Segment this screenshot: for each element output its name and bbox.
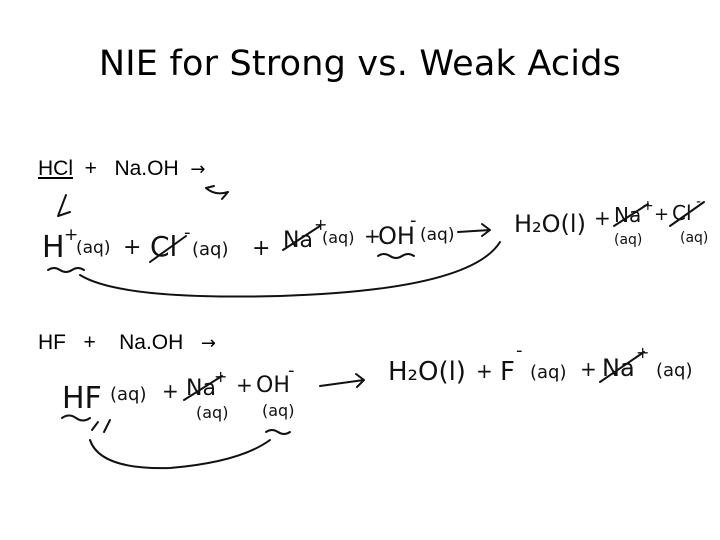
reaction-arrow: → bbox=[200, 333, 216, 354]
hw-na: Na bbox=[186, 376, 216, 401]
strike-na bbox=[282, 225, 321, 251]
plus-sign: + bbox=[84, 157, 97, 180]
hw-prod-na-charge: + bbox=[636, 343, 649, 362]
hw-plus-3: + bbox=[364, 224, 381, 248]
reactant-naoh: Na.OH bbox=[119, 331, 184, 354]
hw-plus-3: + bbox=[476, 359, 493, 383]
hw-na-state: (aq) bbox=[322, 228, 354, 247]
squiggle-under-oh bbox=[265, 429, 291, 435]
hw-na-charge: + bbox=[314, 215, 327, 234]
hw-oh-state: (aq) bbox=[262, 401, 294, 420]
hw-prod-cl-charge: - bbox=[696, 194, 701, 210]
strike-cl bbox=[149, 235, 187, 263]
weak-acid-equation: HF + Na.OH → bbox=[38, 331, 216, 355]
hw-prod-na-state: (aq) bbox=[614, 232, 642, 248]
hw-oh-charge: - bbox=[288, 360, 295, 381]
tick-marks-under-hf bbox=[91, 419, 111, 433]
hw-na: Na bbox=[283, 228, 313, 253]
connector-curve-weak bbox=[89, 439, 271, 470]
reactant-naoh: Na.OH bbox=[114, 157, 179, 180]
hw-plus-2: + bbox=[252, 236, 270, 261]
hw-prod-cl-state: (aq) bbox=[680, 230, 708, 246]
reactant-hf: HF bbox=[38, 331, 66, 354]
hw-h-state: (aq) bbox=[76, 238, 110, 258]
hw-hf-state: (aq) bbox=[110, 384, 147, 405]
arrow-under-naoh bbox=[205, 185, 229, 200]
hw-f-charge: - bbox=[516, 340, 523, 361]
hw-prod-na: Na bbox=[614, 203, 641, 227]
hw-cl-state: (aq) bbox=[192, 239, 229, 260]
squiggle-under-oh bbox=[377, 253, 415, 259]
hw-plus-5: + bbox=[654, 204, 669, 225]
hw-reaction-arrow bbox=[457, 223, 491, 237]
weak-acid-handwriting: HF (aq) + Na + (aq) + OH - (aq) H₂O(l) +… bbox=[61, 340, 693, 470]
hw-prod-na-state: (aq) bbox=[656, 360, 693, 381]
squiggle-under-h bbox=[47, 267, 85, 273]
hw-hf: HF bbox=[62, 381, 102, 416]
hw-na-state: (aq) bbox=[196, 403, 228, 422]
plus-sign: + bbox=[83, 331, 96, 354]
hw-h-charge: + bbox=[64, 225, 78, 245]
squiggle-under-hf bbox=[61, 414, 91, 422]
strike-na bbox=[183, 375, 223, 401]
strong-acid-equation: HCl + Na.OH → bbox=[38, 157, 205, 181]
hw-water: H₂O(l) bbox=[514, 210, 586, 238]
slide-title: NIE for Strong vs. Weak Acids bbox=[98, 44, 622, 84]
strike-prod-cl bbox=[669, 201, 705, 227]
reactant-hcl: HCl bbox=[38, 157, 73, 180]
hw-prod-na: Na bbox=[602, 354, 635, 382]
hw-plus-1: + bbox=[123, 235, 141, 260]
hw-water: H₂O(l) bbox=[388, 357, 466, 387]
connector-curve-strong bbox=[79, 241, 501, 298]
reaction-arrow: → bbox=[190, 159, 206, 180]
hw-oh-state: (aq) bbox=[420, 225, 454, 245]
hw-plus-2: + bbox=[236, 373, 253, 397]
strike-prod-na bbox=[599, 351, 645, 383]
hw-reaction-arrow bbox=[319, 373, 365, 388]
hw-oh: OH bbox=[378, 222, 415, 250]
hw-na-charge: + bbox=[214, 367, 227, 386]
hw-cl-charge: - bbox=[184, 222, 191, 243]
arrow-under-hcl bbox=[57, 194, 71, 217]
hw-oh: OH bbox=[256, 373, 290, 398]
strong-acid-handwriting: H + (aq) + Cl - (aq) + Na + (aq) + OH - … bbox=[42, 185, 708, 298]
strike-prod-na bbox=[613, 203, 649, 227]
hw-plus-4: + bbox=[594, 206, 611, 230]
hw-prod-na-charge: + bbox=[642, 198, 654, 214]
hw-oh-charge: - bbox=[410, 210, 417, 231]
hw-h: H bbox=[42, 230, 65, 265]
hw-cl: Cl bbox=[150, 230, 177, 263]
hw-f-state: (aq) bbox=[530, 362, 567, 383]
hw-plus-1: + bbox=[162, 379, 179, 403]
hw-prod-cl: Cl bbox=[672, 201, 692, 225]
hw-f: F bbox=[500, 357, 515, 387]
hw-plus-4: + bbox=[580, 357, 597, 381]
